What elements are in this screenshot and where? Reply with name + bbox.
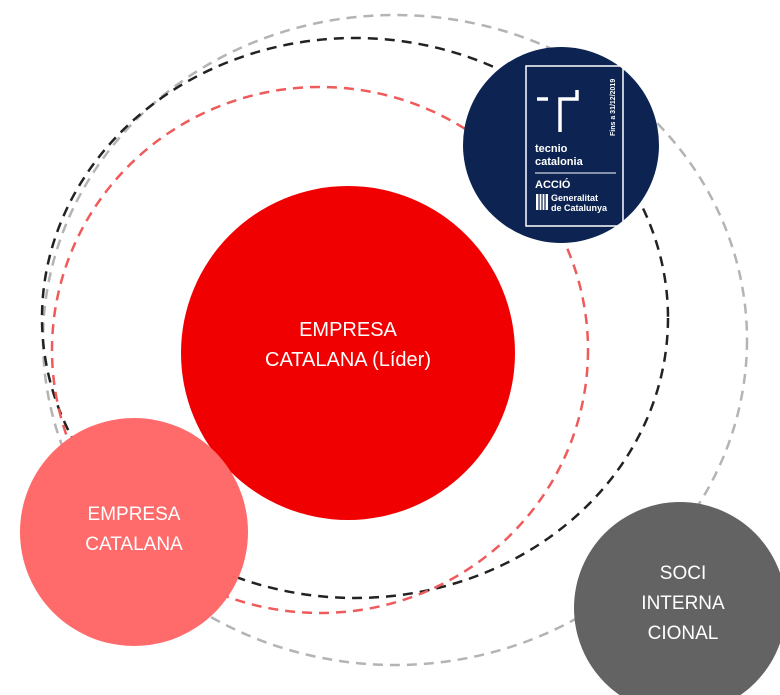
orbit-ring-inner bbox=[50, 85, 590, 615]
badge-name-line1: tecnio bbox=[535, 143, 568, 155]
badge-circle bbox=[463, 47, 659, 243]
badge-frame bbox=[525, 65, 624, 227]
international-label-line1: SOCI bbox=[660, 563, 706, 584]
badge-gov-line1: Generalitat bbox=[551, 193, 598, 203]
international-label-line2: INTERNA bbox=[641, 593, 725, 614]
orbit-ring-middle bbox=[40, 36, 670, 600]
partner-label-line1: EMPRESA bbox=[88, 504, 181, 525]
badge-name-line2: catalonia bbox=[535, 156, 584, 168]
leader-circle bbox=[181, 186, 515, 520]
badge-agency: ACCIÓ bbox=[535, 178, 571, 191]
leader-company-node: EMPRESA CATALANA (Líder) bbox=[181, 186, 515, 520]
tecnio-badge: Fins a 31/12/2019 tecnio catalonia ACCIÓ… bbox=[463, 47, 659, 243]
badge-gov-line2: de Catalunya bbox=[551, 203, 608, 213]
international-label-line3: CIONAL bbox=[648, 623, 719, 644]
generalitat-flag-icon bbox=[536, 194, 548, 210]
leader-label-line1: EMPRESA bbox=[299, 319, 397, 341]
tecnio-logo-icon bbox=[537, 90, 579, 132]
international-circle bbox=[574, 502, 780, 695]
leader-label-line2: CATALANA (Líder) bbox=[265, 349, 431, 371]
partner-label-line2: CATALANA bbox=[85, 534, 183, 555]
badge-validity-text: Fins a 31/12/2019 bbox=[610, 79, 617, 136]
partner-circle bbox=[20, 418, 248, 646]
international-partner-node: SOCI INTERNA CIONAL bbox=[574, 502, 780, 695]
partner-company-node: EMPRESA CATALANA bbox=[20, 418, 248, 646]
